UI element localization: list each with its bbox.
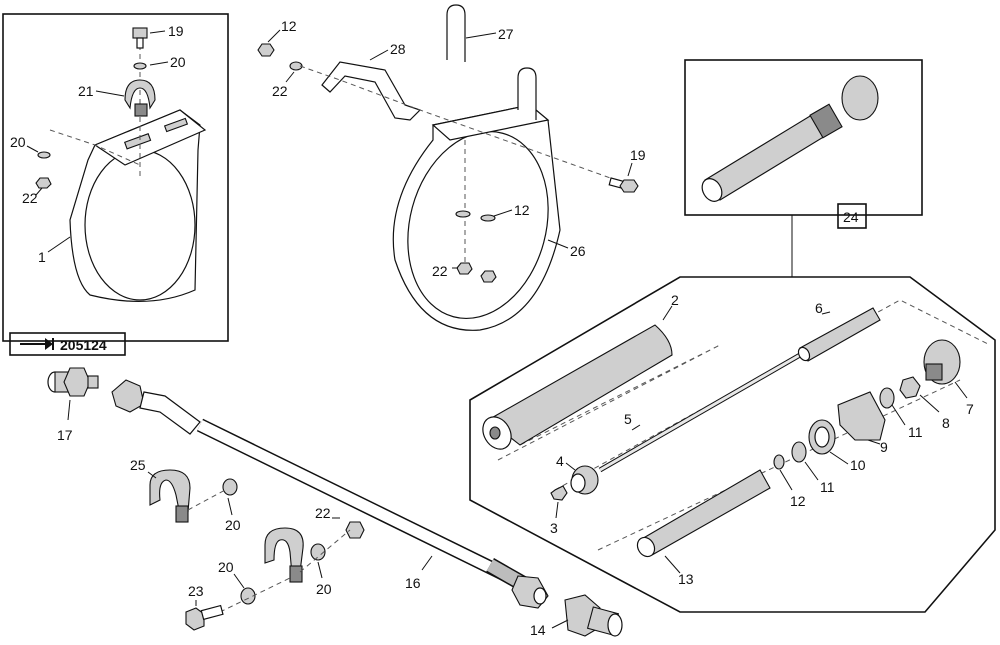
callout-6: 6 [815,300,823,316]
callout-5: 5 [624,411,632,427]
callout-14: 14 [530,622,546,638]
part-nut-22 [456,262,473,275]
guide-line [219,577,291,613]
callout-20: 20 [10,134,26,150]
part-nut-12 [257,43,275,57]
part-tube-6 [797,307,881,362]
callout-13: 13 [678,571,694,587]
part-u-bolt-27 [446,4,537,120]
part-hose-16 [111,379,549,609]
detail-box-cylinder-24 [684,59,923,216]
part-fitting-17 [47,367,99,397]
part-nut-8 [899,376,921,399]
part-bolt-19 [132,27,148,49]
callout-20: 20 [218,559,234,575]
callout-22: 22 [432,263,448,279]
callout-22: 22 [315,505,331,521]
part-washer-20 [37,151,51,159]
callout-11: 11 [820,479,835,495]
reference-number: 205124 [60,337,107,353]
callout-16: 16 [405,575,421,591]
guide-line [299,65,631,186]
callout-19: 19 [630,147,646,163]
part-washer-20 [222,478,238,496]
part-seal-11 [791,441,807,463]
part-end-cap-7 [923,339,961,385]
callout-20: 20 [225,517,241,533]
callout-4: 4 [556,453,564,469]
part-bracket-26 [392,104,561,331]
callout-12: 12 [514,202,530,218]
part-washer-22 [289,61,303,71]
callout-9: 9 [880,439,888,455]
callout-7: 7 [966,401,974,417]
part-washer [455,210,471,218]
callout-12: 12 [790,493,806,509]
part-clamp-25 [149,469,191,523]
part-gland-9 [837,391,886,441]
part-piston-4 [570,465,599,495]
part-clamp [264,527,304,583]
part-washer-12 [480,214,496,222]
callout-22: 22 [22,190,38,206]
callout-19: 19 [168,23,184,39]
callout-20: 20 [316,581,332,597]
part-washer-20 [310,543,326,561]
callout-8: 8 [942,415,950,431]
guide-line [299,529,351,573]
part-fitting-14 [564,594,623,637]
callout-3: 3 [550,520,558,536]
reference-tag: 205124 [9,332,126,356]
part-clamp-21 [124,79,156,117]
guide-line [49,129,141,166]
detail-box-bracket-1 [2,13,229,342]
callout-28: 28 [390,41,406,57]
callout-box-24 [837,203,867,229]
part-nut-22 [35,177,52,189]
guide-line [187,489,226,511]
callout-27: 27 [498,26,514,42]
callout-23: 23 [188,583,204,599]
part-nut-22 [480,270,497,283]
part-washer-20 [133,62,147,70]
part-nut-22 [345,521,365,539]
part-barrel-2 [482,324,673,450]
part-washer-12 [773,454,785,470]
part-bolt-19 [608,177,639,193]
callout-25: 25 [130,457,146,473]
part-bracket-1 [69,109,207,303]
part-seal-11 [879,387,895,409]
part-spring-13 [636,469,771,558]
callout-20: 20 [170,54,186,70]
callout-10: 10 [850,457,866,473]
callout-26: 26 [570,243,586,259]
callout-22: 22 [272,83,288,99]
callout-17: 17 [57,427,73,443]
guide-line [554,299,991,491]
part-cylinder-assembly [701,75,879,202]
detail-box-cylinder-exploded [469,276,996,613]
part-bolt-23 [185,604,224,631]
part-nut-3 [550,485,568,501]
callout-21: 21 [78,83,94,99]
arrow-right-icon [20,338,54,350]
guide-line [497,344,721,461]
callout-2: 2 [671,292,679,308]
callout-1: 1 [38,249,46,265]
callout-11: 11 [908,424,923,440]
callout-24: 24 [843,209,859,225]
part-bracket-28 [321,61,422,121]
callout-12: 12 [281,18,297,34]
